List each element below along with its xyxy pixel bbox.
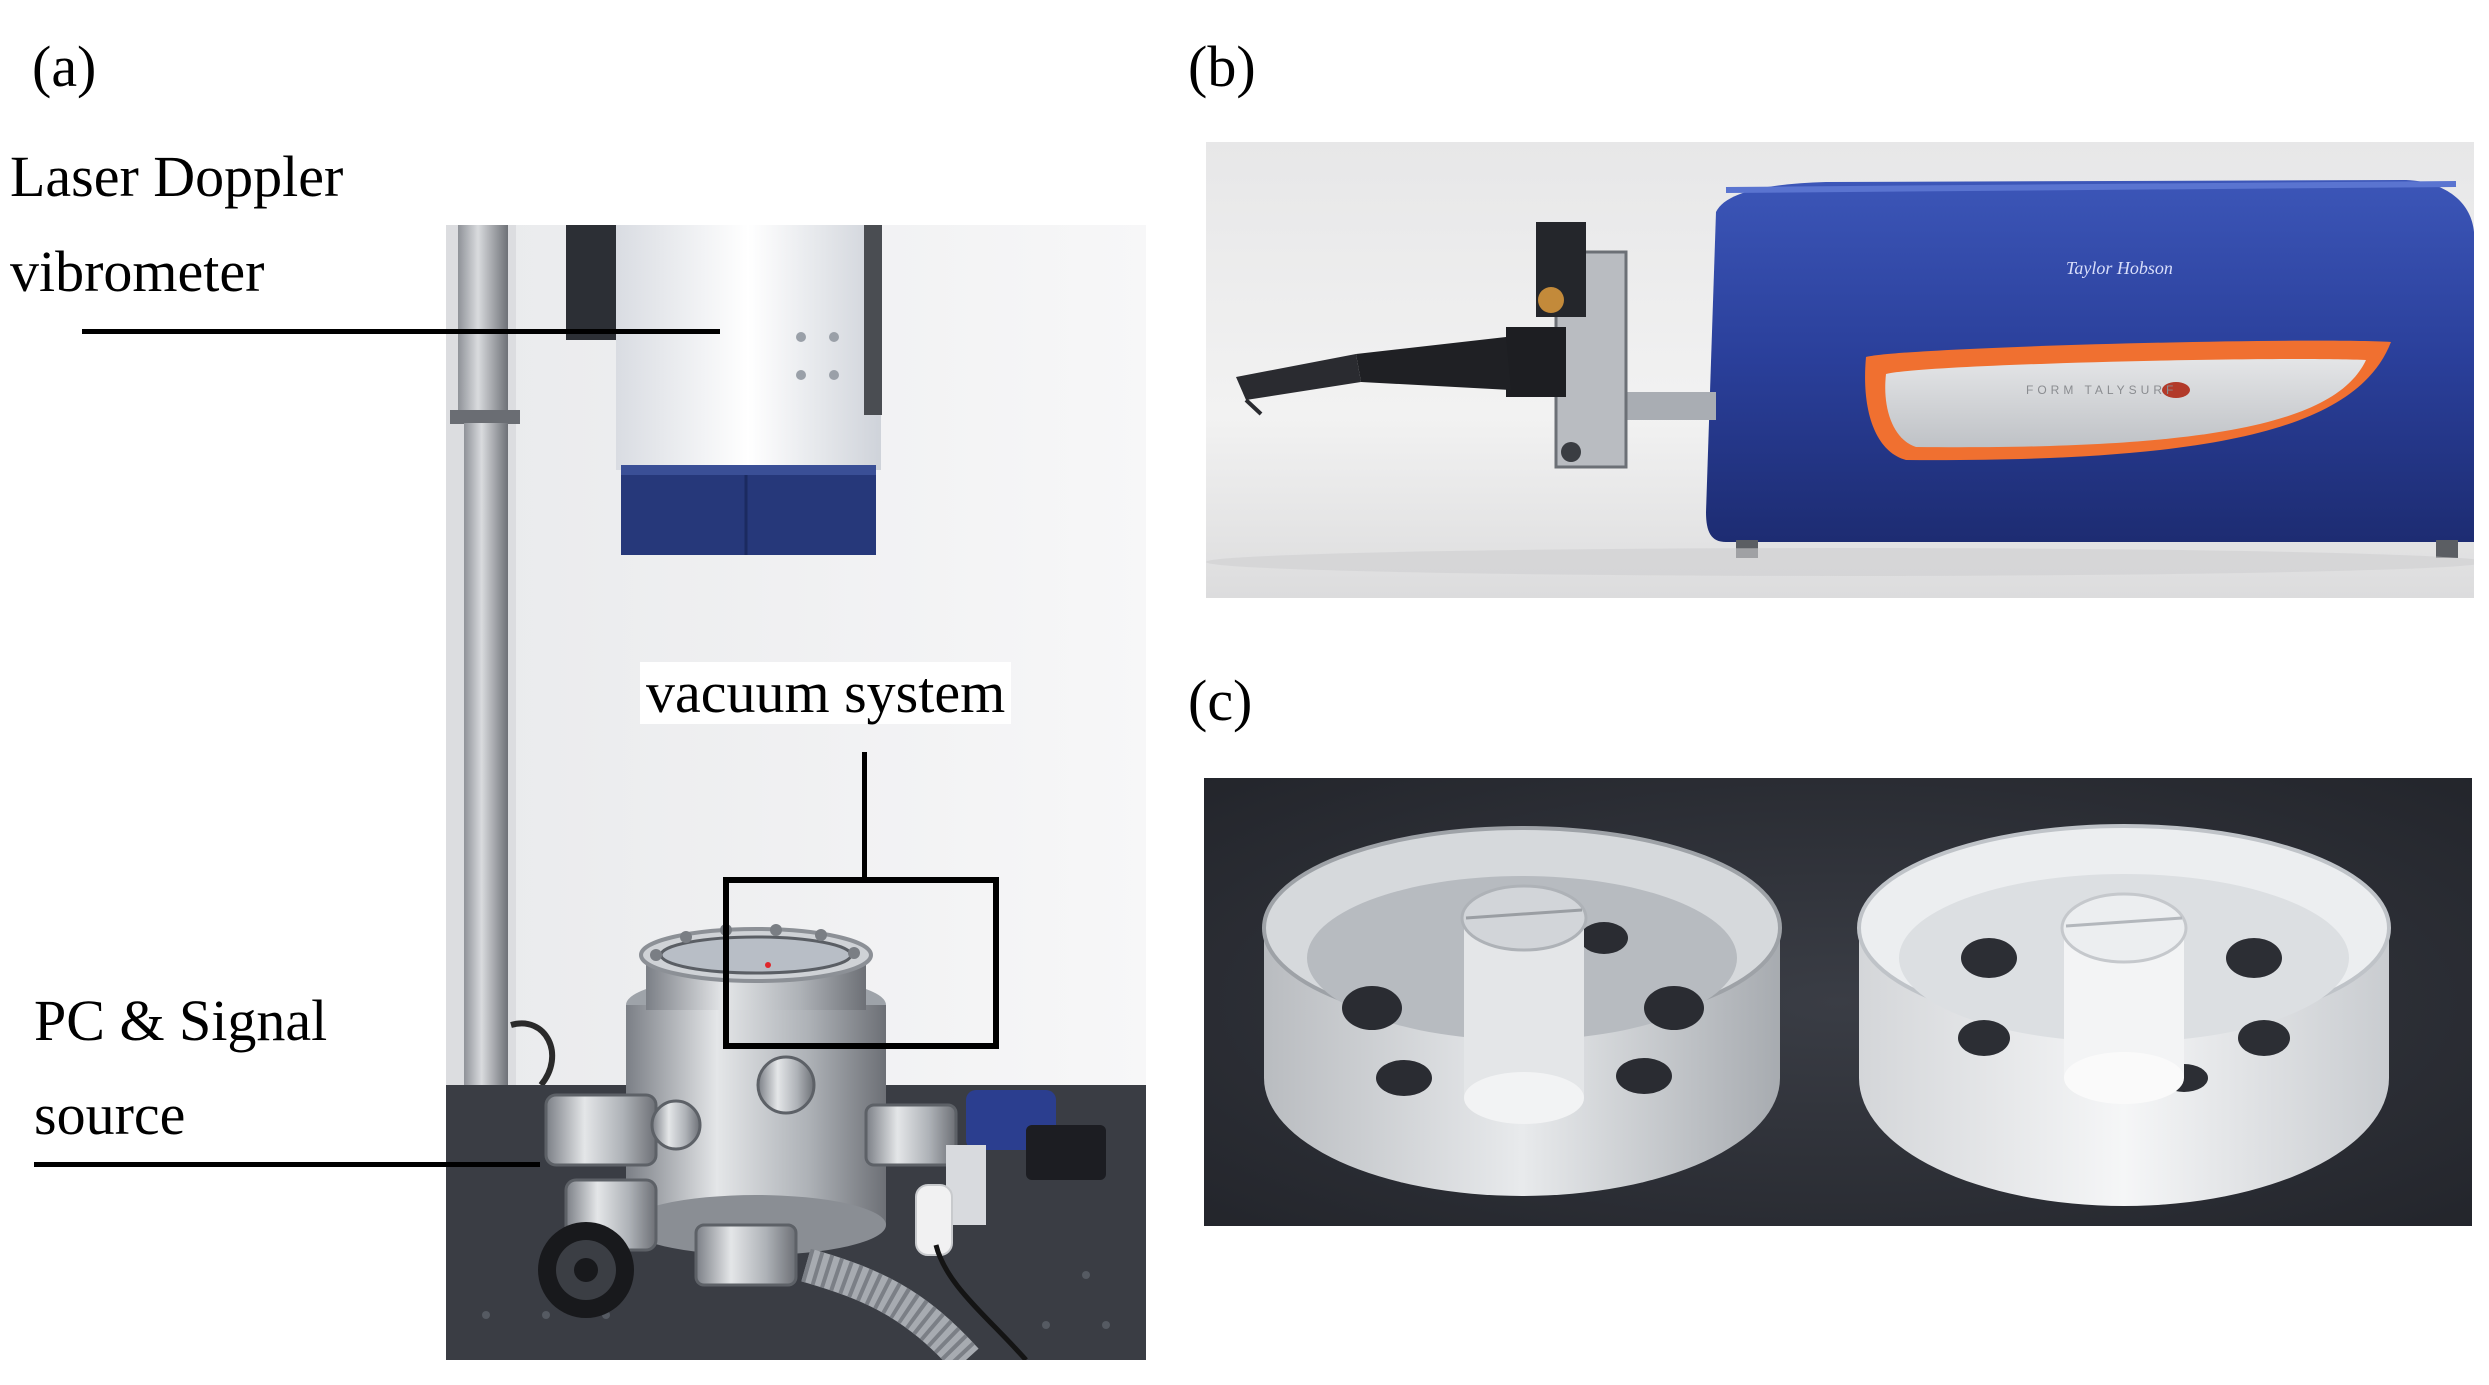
panel-c-photo — [1204, 778, 2472, 1226]
panel-a-label: (a) — [32, 34, 97, 99]
pc-leader-line — [34, 1162, 540, 1167]
profilometer-photo: FORM TALYSURF Taylor Hobson — [1206, 142, 2474, 598]
sample-holders-photo — [1204, 778, 2472, 1226]
svg-text:FORM TALYSURF: FORM TALYSURF — [2026, 383, 2177, 397]
panel-c-label: (c) — [1188, 668, 1253, 733]
vacuum-highlight-box — [723, 877, 999, 1049]
pc-callout-line1: PC & Signal — [34, 988, 328, 1053]
ldv-leader-line — [82, 329, 720, 334]
panel-b-label: (b) — [1188, 34, 1256, 99]
lab-setup-photo — [446, 225, 1146, 1360]
svg-text:Taylor Hobson: Taylor Hobson — [2066, 258, 2173, 278]
panel-b-photo: FORM TALYSURF Taylor Hobson — [1206, 142, 2474, 598]
vacuum-leader-line — [862, 752, 867, 880]
ldv-callout-line2: vibrometer — [10, 239, 265, 304]
pc-callout-line2: source — [34, 1082, 186, 1147]
panel-a-photo — [446, 225, 1146, 1360]
ldv-callout-line1: Laser Doppler — [10, 144, 344, 209]
vacuum-callout-label: vacuum system — [640, 662, 1012, 724]
